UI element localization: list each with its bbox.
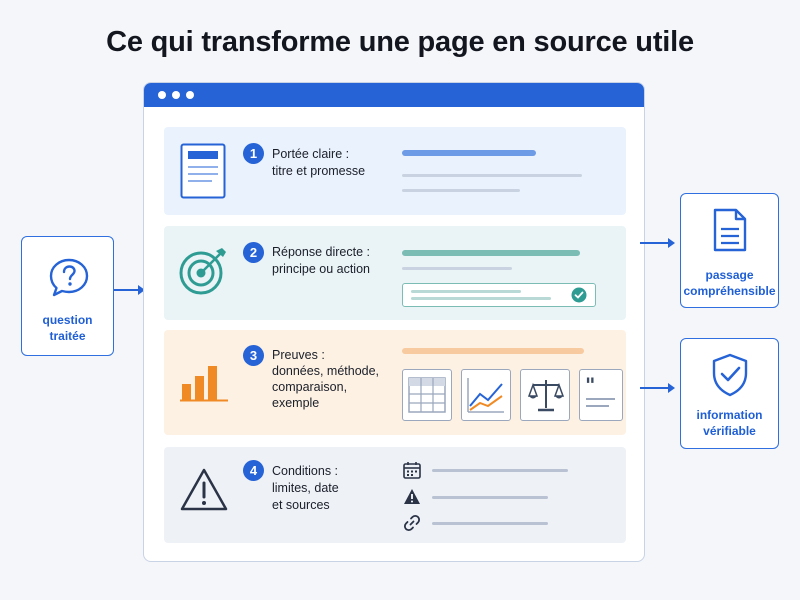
- output-passage-line1: passage: [705, 268, 754, 282]
- output-information-line1: information: [696, 408, 763, 422]
- target-icon: [179, 248, 226, 295]
- table-card: [402, 369, 452, 421]
- quote-icon: ": [585, 376, 615, 407]
- text-line-placeholder: [432, 522, 548, 525]
- output-passage-box: passage compréhensible: [680, 193, 779, 308]
- warning-icon: [180, 468, 228, 511]
- title-bar-placeholder: [402, 150, 536, 156]
- arrow-page-to-passage: [640, 238, 675, 248]
- step-3-line3: comparaison,: [272, 380, 348, 394]
- step-4-line1: Conditions :: [272, 464, 339, 478]
- example-card: ": [579, 369, 623, 421]
- window-dot: [158, 91, 166, 99]
- text-line-placeholder: [402, 174, 582, 177]
- balance-scale-icon: [527, 380, 565, 412]
- shield-check-icon: [712, 353, 748, 397]
- input-label-line2: traitée: [49, 329, 86, 343]
- step-4-row: 4 Conditions : limites, date et sources: [164, 447, 626, 543]
- step-2-line1: Réponse directe :: [272, 245, 370, 259]
- text-line-placeholder: [432, 496, 548, 499]
- step-3-number: 3: [243, 345, 264, 366]
- window-dot: [172, 91, 180, 99]
- text-line-placeholder: [411, 297, 551, 300]
- text-line-placeholder: [432, 469, 568, 472]
- arrow-page-to-information: [640, 383, 675, 393]
- step-1-line1: Portée claire :: [272, 147, 350, 161]
- svg-text:": ": [585, 376, 595, 397]
- output-information-box: information vérifiable: [680, 338, 779, 449]
- page-layout-icon: [180, 143, 226, 199]
- comparison-card: [520, 369, 570, 421]
- answer-box: [402, 283, 596, 307]
- step-4-line3: et sources: [272, 498, 330, 512]
- step-4-line2: limites, date: [272, 481, 339, 495]
- output-passage-line2: compréhensible: [683, 284, 776, 298]
- step-4-number: 4: [243, 460, 264, 481]
- step-3-line2: données, méthode,: [272, 364, 380, 378]
- step-2-number: 2: [243, 242, 264, 263]
- question-bubble-icon: [49, 258, 89, 297]
- answer-bar-placeholder: [402, 250, 580, 256]
- check-circle-icon: [571, 287, 587, 303]
- step-1-row: 1 Portée claire : titre et promesse: [164, 127, 626, 215]
- evidence-bar-placeholder: [402, 348, 584, 354]
- step-2-line2: principe ou action: [272, 262, 370, 276]
- step-3-line1: Preuves :: [272, 348, 325, 362]
- alert-triangle-icon: [404, 489, 420, 504]
- window-title-bar: [144, 83, 644, 107]
- link-icon: [403, 514, 421, 532]
- step-3-line4: exemple: [272, 396, 320, 410]
- text-line-placeholder: [411, 290, 521, 293]
- text-line-placeholder: [402, 189, 520, 192]
- step-3-row: 3 Preuves : données, méthode, comparaiso…: [164, 330, 626, 435]
- step-2-row: 2 Réponse directe : principe ou action: [164, 226, 626, 320]
- text-line-placeholder: [402, 267, 512, 270]
- window-dot: [186, 91, 194, 99]
- diagram-title: Ce qui transforme une page en source uti…: [106, 26, 694, 58]
- step-1-line2: titre et promesse: [272, 164, 366, 178]
- step-1-number: 1: [243, 143, 264, 164]
- line-chart-card: [461, 369, 511, 421]
- page-window: 1 Portée claire : titre et promesse 2 Ré…: [143, 82, 645, 562]
- calendar-icon: [403, 462, 421, 479]
- line-chart-icon: [467, 378, 504, 413]
- input-label-line1: question: [42, 313, 93, 327]
- document-icon: [713, 208, 747, 252]
- table-icon: [408, 377, 446, 413]
- arrow-input-to-page: [114, 285, 145, 295]
- bar-chart-icon: [180, 366, 228, 402]
- output-information-line2: vérifiable: [703, 424, 756, 438]
- input-question-box: question traitée: [21, 236, 114, 356]
